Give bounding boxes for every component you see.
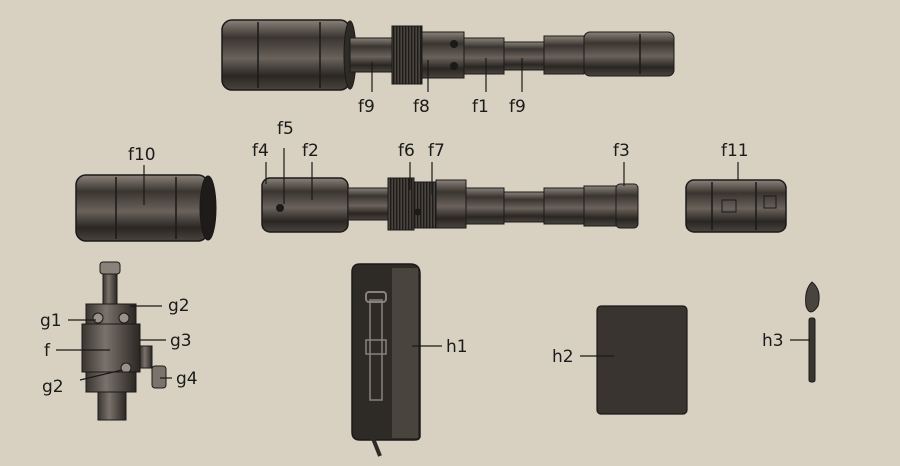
label-g3: g3: [170, 331, 192, 351]
label-f6: f6: [398, 141, 415, 161]
leader-lines-bracket: [56, 305, 172, 381]
assembled-lens: [221, 19, 675, 91]
label-f9-top-right: f9: [509, 97, 526, 117]
mount-bracket: [81, 261, 167, 421]
label-f5: f5: [277, 119, 294, 139]
label-h2: h2: [552, 347, 574, 367]
label-g2-lower: g2: [42, 377, 64, 397]
brush-h3: [805, 281, 820, 383]
label-g1: g1: [40, 311, 62, 331]
label-f10: f10: [128, 145, 156, 165]
hood-f10: [75, 174, 217, 242]
leader-lines-middle: [265, 148, 739, 204]
label-g2-upper: g2: [168, 296, 190, 316]
case-h1: [351, 263, 421, 457]
label-f8: f8: [413, 97, 430, 117]
leader-lines-top: [371, 58, 523, 92]
label-f11: f11: [721, 141, 749, 161]
label-f7: f7: [428, 141, 445, 161]
label-h3: h3: [762, 331, 784, 351]
label-f1: f1: [472, 97, 489, 117]
lens-body-f2: [261, 177, 639, 233]
label-g4: g4: [176, 369, 198, 389]
label-h1: h1: [446, 337, 468, 357]
cloth-h2: [596, 305, 688, 415]
label-f9-top-left: f9: [358, 97, 375, 117]
label-f-mount: f: [44, 341, 51, 361]
label-f4: f4: [252, 141, 269, 161]
label-f3: f3: [613, 141, 630, 161]
label-f2: f2: [302, 141, 319, 161]
extension-f11: [685, 179, 787, 233]
